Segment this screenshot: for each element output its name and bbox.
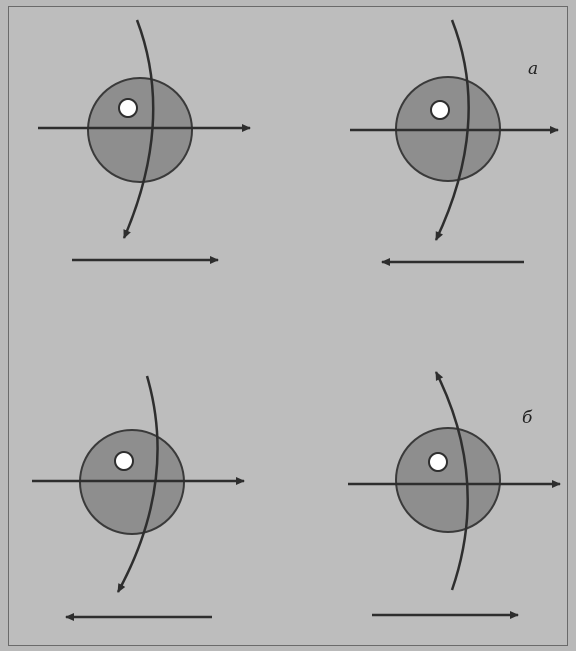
sphere: [87, 77, 193, 183]
sphere-hole: [430, 100, 450, 120]
sphere-hole: [118, 98, 138, 118]
trajectory-arrow: [122, 19, 155, 239]
panel-label-a: а: [528, 59, 538, 79]
panel-label-b: б: [522, 408, 533, 428]
diagram-top-right: а: [350, 19, 559, 266]
trajectory-arrow: [434, 19, 470, 241]
trajectory-arrow: [116, 375, 159, 593]
diagram-bottom-left: [32, 375, 245, 621]
diagram-top-left: [38, 19, 251, 264]
diagram-bottom-right: б: [348, 371, 561, 619]
sphere-hole: [428, 452, 448, 472]
sphere: [395, 427, 501, 533]
trajectory-arrow: [434, 371, 469, 591]
sphere-hole: [114, 451, 134, 471]
